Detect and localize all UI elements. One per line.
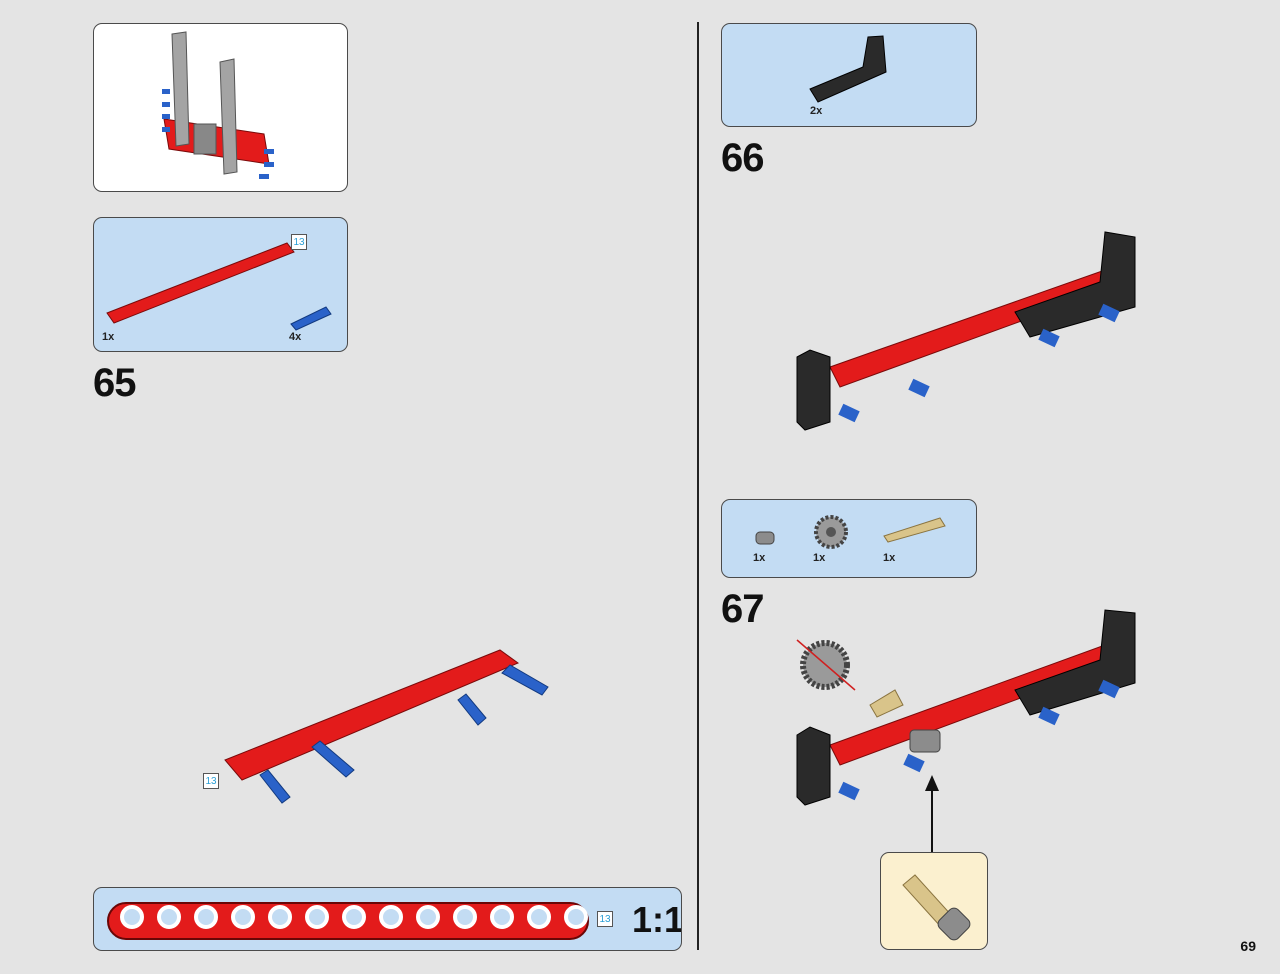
part-quantity: 2x: [810, 105, 823, 117]
part-quantity: 1x: [102, 331, 115, 343]
ruler-hole: [379, 905, 403, 929]
tan-axle-part-icon: [883, 517, 946, 543]
red-liftarm-13-part-icon: [106, 242, 295, 324]
step-67-parts-list: 1x 1x 1x: [721, 499, 977, 578]
step-number: 67: [721, 587, 764, 631]
ruler-hole: [453, 905, 477, 929]
page-number: 69: [1240, 938, 1256, 954]
step-number: 65: [93, 361, 136, 405]
page-divider: [697, 22, 699, 950]
step-66-parts-list: 2x: [721, 23, 977, 127]
axle-with-bush-part-icon: [902, 874, 971, 941]
part-quantity: 1x: [813, 552, 826, 564]
step-66-assembly-image: [796, 231, 1136, 431]
ruler-hole: [268, 905, 292, 929]
ruler-hole: [416, 905, 440, 929]
length-badge: 13: [291, 234, 307, 250]
ruler-hole: [564, 905, 588, 929]
ruler-hole: [194, 905, 218, 929]
part-quantity: 1x: [753, 552, 766, 564]
part-quantity: 4x: [289, 331, 302, 343]
length-badge: 13: [203, 773, 219, 789]
step-67-assembly-image: [796, 609, 1136, 806]
scale-ruler-box: 13 1:1: [93, 887, 682, 951]
previous-step-model-image: [162, 31, 274, 179]
blue-axle-pin-part-icon: [290, 306, 332, 331]
ruler-hole: [342, 905, 366, 929]
grey-bush-part-icon: [755, 531, 775, 545]
ruler-hole: [157, 905, 181, 929]
step-65-parts-list: 13 1x 4x: [93, 217, 348, 352]
callout-arrow: [925, 775, 939, 853]
step-65-assembly-image: [224, 649, 549, 804]
part-quantity: 1x: [883, 552, 896, 564]
ruler-hole: [120, 905, 144, 929]
ruler-hole: [527, 905, 551, 929]
length-badge: 13: [597, 911, 613, 927]
sub-assembly-callout: [880, 852, 988, 950]
ruler-hole: [231, 905, 255, 929]
scale-label: 1:1: [632, 899, 682, 940]
step-number: 66: [721, 136, 764, 180]
grey-gear-part-icon: [814, 515, 848, 549]
ruler-hole: [490, 905, 514, 929]
black-l-liftarm-part-icon: [809, 35, 887, 103]
ruler-hole: [305, 905, 329, 929]
previous-step-result-box: [93, 23, 348, 192]
